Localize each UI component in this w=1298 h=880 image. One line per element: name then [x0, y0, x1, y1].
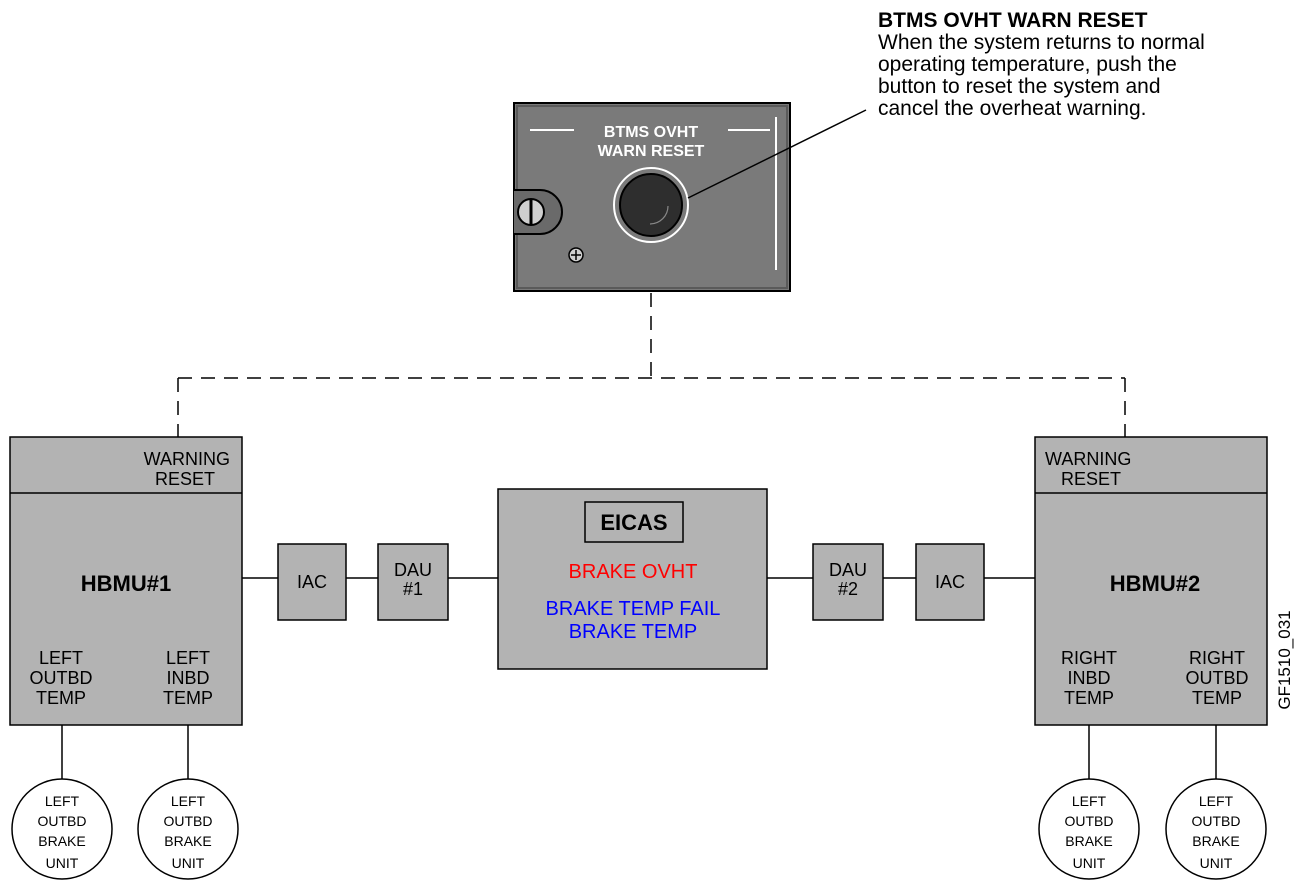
iac-left-label: IAC [297, 572, 327, 592]
eicas-msg-brake-temp: BRAKE TEMP [569, 621, 698, 643]
panel-label-line-2: WARN RESET [598, 143, 705, 160]
hbmu-2-sensor-1-line-1: RIGHT [1061, 648, 1117, 668]
iac-right-label: IAC [935, 572, 965, 592]
hbmu-1-box [9, 436, 243, 726]
hbmu-1-header-line-2: RESET [155, 469, 215, 489]
hbmu-1-sensor-1-line-2: OUTBD [30, 668, 93, 688]
dau-1-line-1: DAU [394, 560, 432, 580]
hbmu-2: WARNING RESET HBMU#2 RIGHT INBD TEMP RIG… [1034, 436, 1268, 726]
eicas-title-frame [584, 501, 684, 543]
btms-panel: BTMS OVHT WARN RESET [513, 102, 791, 292]
brake-unit-1-line-1: LEFT [45, 793, 80, 809]
hbmu-2-sensor-2-line-1: RIGHT [1189, 648, 1245, 668]
dau-1-line-2: #1 [403, 579, 423, 599]
dau-1: DAU #1 [377, 543, 449, 621]
brake-unit-3-line-2: OUTBD [1065, 813, 1114, 829]
hbmu-1-sensor-1-line-1: LEFT [39, 648, 83, 668]
callout-line-3: button to reset the system and [878, 75, 1161, 98]
panel-label-line-1: BTMS OVHT [604, 124, 698, 141]
brake-unit-4-line-1: LEFT [1199, 793, 1234, 809]
brake-unit-4-line-3: BRAKE [1192, 833, 1239, 849]
iac-left: IAC [277, 543, 347, 621]
brake-unit-1-line-3: BRAKE [38, 833, 85, 849]
brake-unit-4: LEFT OUTBD BRAKE UNIT [1165, 778, 1267, 880]
brake-unit-4-line-2: OUTBD [1192, 813, 1241, 829]
dau-2: DAU #2 [812, 543, 884, 621]
figure-id: GF1510_031 [1275, 610, 1294, 709]
dau-2-line-1: DAU [829, 560, 867, 580]
reset-button[interactable] [619, 173, 683, 237]
eicas-box: EICAS BRAKE OVHT BRAKE TEMP FAIL BRAKE T… [497, 488, 768, 670]
brake-unit-2-line-3: BRAKE [164, 833, 211, 849]
hbmu-2-sensor-2-line-3: TEMP [1192, 688, 1242, 708]
eicas-msg-brake-temp-fail: BRAKE TEMP FAIL [546, 598, 721, 620]
brake-unit-1-line-2: OUTBD [38, 813, 87, 829]
brake-unit-2-line-1: LEFT [171, 793, 206, 809]
hbmu-1-header-line-1: WARNING [144, 449, 230, 469]
brake-unit-1: LEFT OUTBD BRAKE UNIT [11, 778, 113, 880]
hbmu-2-header-line-2: RESET [1061, 469, 1121, 489]
callout-leader [687, 109, 867, 199]
iac-right: IAC [915, 543, 985, 621]
brake-unit-2-line-4: UNIT [172, 855, 205, 871]
hbmu-1: WARNING RESET HBMU#1 LEFT OUTBD TEMP LEF… [9, 436, 243, 726]
brake-unit-3-line-4: UNIT [1073, 855, 1106, 871]
dau-2-line-2: #2 [838, 579, 858, 599]
hbmu-2-sensor-1-line-3: TEMP [1064, 688, 1114, 708]
brake-unit-3-line-1: LEFT [1072, 793, 1107, 809]
hbmu-1-sensor-2-line-3: TEMP [163, 688, 213, 708]
hbmu-1-sensor-2-line-1: LEFT [166, 648, 210, 668]
reset-callout: BTMS OVHT WARN RESET When the system ret… [878, 10, 1298, 120]
hbmu-2-sensor-2-line-2: OUTBD [1186, 668, 1249, 688]
brake-unit-2-line-2: OUTBD [164, 813, 213, 829]
hbmu-2-name: HBMU#2 [1110, 571, 1200, 596]
hbmu-2-sensor-1-line-2: INBD [1067, 668, 1110, 688]
brake-unit-4-line-4: UNIT [1200, 855, 1233, 871]
callout-line-1: When the system returns to normal [878, 31, 1205, 54]
hbmu-1-name: HBMU#1 [81, 571, 171, 596]
hbmu-2-header-line-1: WARNING [1045, 449, 1131, 469]
hbmu-1-sensor-2-line-2: INBD [166, 668, 209, 688]
hbmu-2-box [1034, 436, 1268, 726]
brake-unit-1-line-4: UNIT [46, 855, 79, 871]
hbmu-1-sensor-1-line-3: TEMP [36, 688, 86, 708]
brake-unit-3-line-3: BRAKE [1065, 833, 1112, 849]
callout-title: BTMS OVHT WARN RESET [878, 9, 1148, 32]
brake-unit-2: LEFT OUTBD BRAKE UNIT [137, 778, 239, 880]
eicas-title: EICAS [600, 510, 667, 535]
callout-line-2: operating temperature, push the [878, 53, 1177, 76]
eicas-msg-brake-ovht: BRAKE OVHT [569, 561, 698, 583]
callout-line-4: cancel the overheat warning. [878, 97, 1147, 120]
brake-unit-3: LEFT OUTBD BRAKE UNIT [1038, 778, 1140, 880]
